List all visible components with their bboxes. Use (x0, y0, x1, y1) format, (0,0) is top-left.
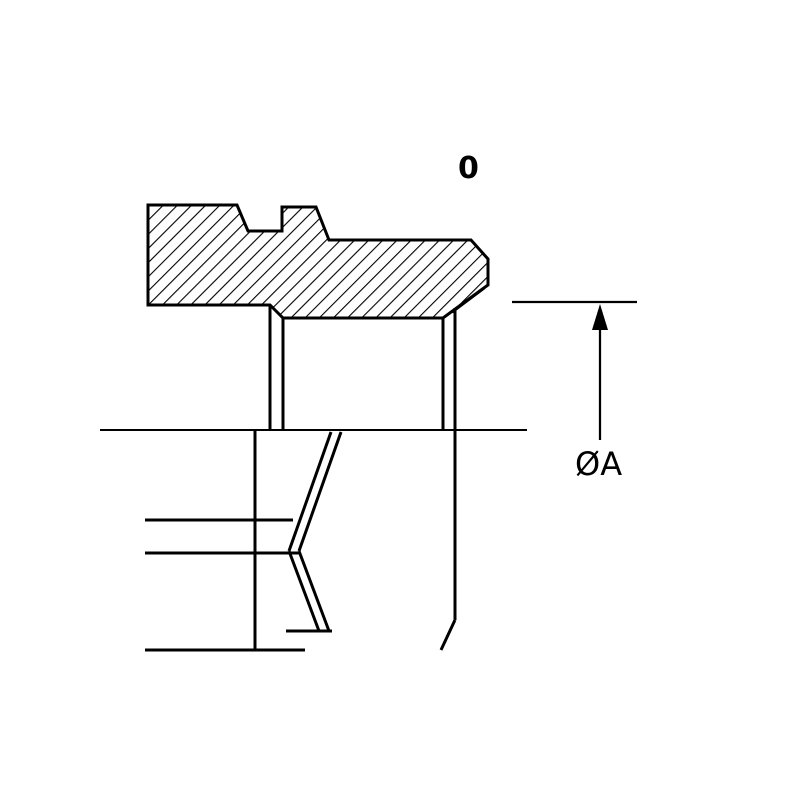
zero-label: 0 (458, 151, 479, 186)
nut-bottom-chamfer (439, 619, 457, 651)
dimension-arrowhead-up (592, 304, 608, 330)
flare-cone-line-2 (297, 431, 343, 552)
flare-cone-line-3 (287, 550, 321, 632)
hatched-body-section (146, 203, 490, 320)
flare-cone-line-4 (297, 550, 331, 632)
countersink-chamfer-line (451, 286, 485, 314)
diameter-dimension-label: ØA (575, 445, 622, 483)
flare-cone-line-1 (287, 431, 333, 552)
